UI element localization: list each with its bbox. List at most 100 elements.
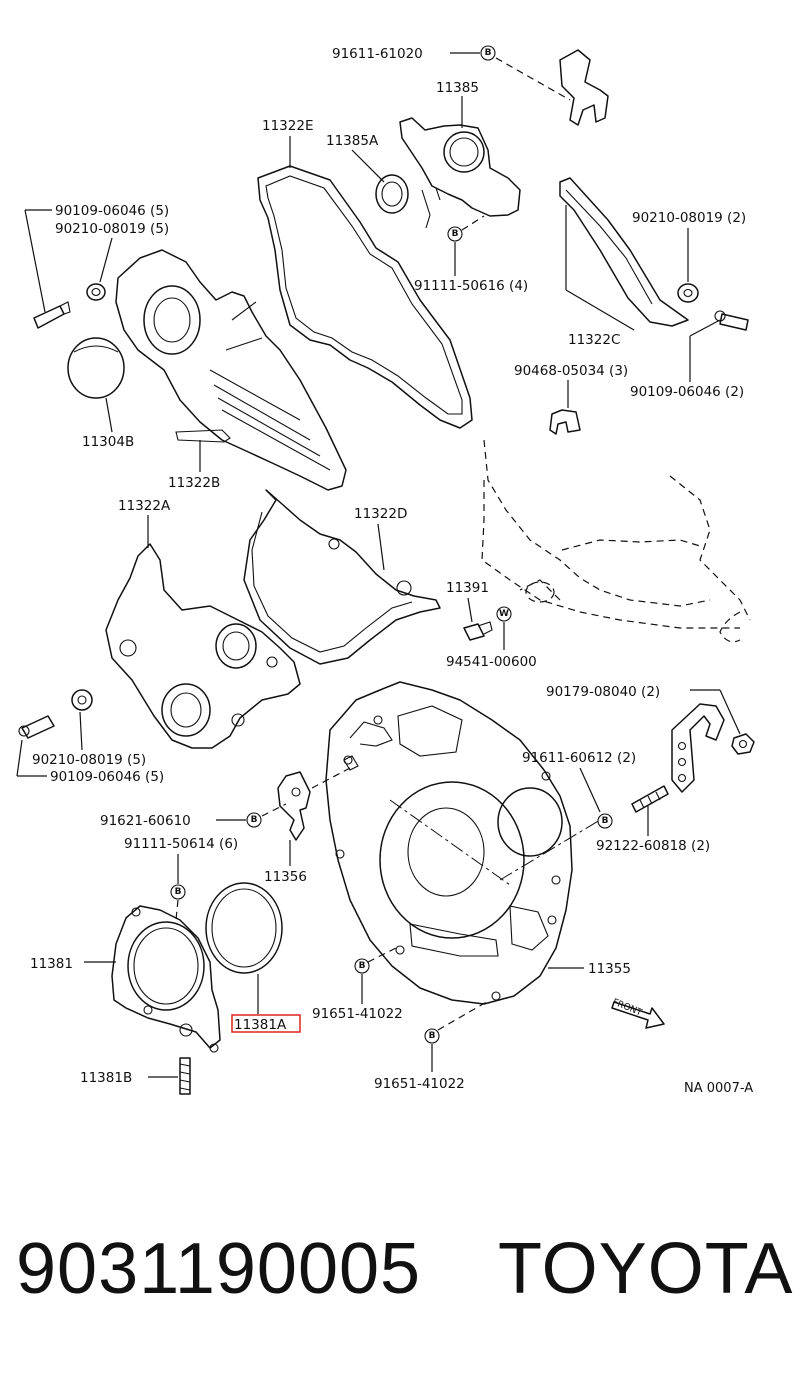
bolt-marker-icon: [246, 812, 262, 828]
label-11322a: 11322A: [118, 498, 171, 514]
label-11304b: 11304B: [82, 434, 134, 450]
washer-right: [677, 283, 699, 303]
bolt-11391: [463, 621, 493, 641]
seal-11385a: [375, 174, 409, 214]
label-11385: 11385: [436, 80, 479, 96]
svg-text:B: B: [251, 815, 258, 825]
callout-90210-08019-2[interactable]: 90210-08019 (2): [632, 210, 746, 282]
callout-11322d[interactable]: 11322D: [354, 506, 407, 571]
label-91651-41022-b: 91651-41022: [374, 1076, 465, 1092]
callout-11322c[interactable]: 11322C: [565, 205, 635, 348]
callout-91611-61020[interactable]: 91611-61020 B: [332, 45, 571, 101]
bolt-left-top: [33, 283, 106, 329]
callout-94541-00600[interactable]: W 94541-00600: [446, 606, 537, 670]
label-90468-05034: 90468-05034 (3): [514, 363, 628, 379]
bolt-marker-icon: [480, 45, 496, 61]
label-90179-08040: 90179-08040 (2): [546, 684, 660, 700]
lifting-bracket: [671, 703, 725, 793]
callout-11381[interactable]: 11381: [30, 956, 116, 972]
callout-90210-08019-5[interactable]: 90210-08019 (5): [55, 221, 169, 283]
cover-cap-11304b: [67, 337, 125, 399]
label-11322b: 11322B: [168, 475, 220, 491]
front-arrow-icon: FRONT: [611, 998, 665, 1029]
gasket-11322e: [257, 165, 473, 429]
gasket-11322c: [559, 177, 689, 327]
callout-90210-08019-5b[interactable]: 90210-08019 (5): [32, 711, 146, 768]
label-91611-61020: 91611-61020: [332, 46, 423, 62]
callout-11356[interactable]: 11356: [264, 840, 307, 885]
svg-text:B: B: [602, 816, 609, 826]
callout-90179-08040[interactable]: 90179-08040 (2): [546, 684, 741, 735]
label-90210-08019-5: 90210-08019 (5): [55, 221, 169, 237]
callout-91611-60612[interactable]: 91611-60612 (2) B: [522, 750, 636, 829]
label-11381: 11381: [30, 956, 73, 972]
label-90109-06046-5: 90109-06046 (5): [55, 203, 169, 219]
highlight-box: [231, 1014, 301, 1033]
bracket-part: [559, 49, 609, 126]
label-11385a: 11385A: [326, 133, 379, 149]
callout-92122-60818[interactable]: 92122-60818 (2): [596, 806, 710, 854]
bolt-marker-icon: [424, 1028, 440, 1044]
callout-11355[interactable]: 11355: [548, 961, 631, 977]
label-90210-08019-5b: 90210-08019 (5): [32, 752, 146, 768]
svg-text:B: B: [175, 887, 182, 897]
callout-11391[interactable]: 11391: [446, 580, 489, 623]
nut-90179: [731, 733, 755, 755]
svg-text:B: B: [485, 48, 492, 58]
front-label: FRONT: [611, 998, 644, 1019]
callout-91651-41022-b[interactable]: B 91651-41022: [374, 999, 491, 1092]
label-91621-60610: 91621-60610: [100, 813, 191, 829]
callout-90109-06046-2[interactable]: 90109-06046 (2): [630, 319, 744, 400]
reference-code: NA 0007-A: [684, 1081, 753, 1096]
callout-91621-60610[interactable]: 91621-60610 B: [100, 803, 287, 829]
label-91111-50614: 91111-50614 (6): [124, 836, 238, 852]
brand-name: TOYOTA: [498, 1229, 794, 1309]
callout-90109-06046-5[interactable]: 90109-06046 (5): [24, 203, 169, 313]
clip-90468: [549, 409, 581, 435]
callout-11381b[interactable]: 11381B: [80, 1070, 178, 1086]
svg-text:B: B: [452, 229, 459, 239]
label-11381a: 11381A: [234, 1017, 287, 1033]
timing-cover-11322a: [105, 543, 301, 749]
bracket-11356: [277, 771, 311, 841]
label-90210-08019-2: 90210-08019 (2): [632, 210, 746, 226]
bolt-right-top: [714, 310, 749, 331]
label-11322e: 11322E: [262, 118, 313, 134]
bolt-marker-icon: [597, 813, 613, 829]
washer-mid-left: [71, 689, 93, 711]
stud-11381b: [179, 1057, 191, 1095]
upper-cover-11385: [399, 117, 521, 217]
label-11322d: 11322D: [354, 506, 407, 522]
callout-91651-41022-a[interactable]: B 91651-41022: [312, 947, 403, 1022]
bolt-marker-icon: [447, 226, 463, 242]
svg-text:B: B: [359, 961, 366, 971]
callout-11385[interactable]: 11385: [436, 80, 479, 128]
callout-11322e[interactable]: 11322E: [262, 118, 313, 168]
label-90109-06046-2: 90109-06046 (2): [630, 384, 744, 400]
label-94541-00600: 94541-00600: [446, 654, 537, 670]
oil-seal-retainer-11381: [111, 905, 221, 1049]
callout-91111-50614[interactable]: 91111-50614 (6) B: [124, 836, 238, 921]
callout-11385a[interactable]: 11385A: [326, 133, 385, 183]
bolt-marker-icon: [354, 958, 370, 974]
label-90109-06046-5b: 90109-06046 (5): [50, 769, 164, 785]
label-11391: 11391: [446, 580, 489, 596]
callout-90109-06046-5b[interactable]: 90109-06046 (5): [16, 739, 164, 785]
bolt-mid-left: [18, 715, 55, 739]
callout-11381a[interactable]: 11381A: [231, 974, 301, 1033]
label-92122-60818: 92122-60818 (2): [596, 838, 710, 854]
svg-text:W: W: [499, 609, 509, 619]
oil-seal-11381a: [205, 882, 283, 974]
label-11322c: 11322C: [568, 332, 620, 348]
rear-plate-11355: [325, 681, 573, 1005]
callout-90468-05034[interactable]: 90468-05034 (3): [514, 363, 628, 408]
footer: 9031190005 TOYOTA: [16, 1228, 792, 1338]
callout-91111-50616[interactable]: B 91111-50616 (4): [414, 215, 528, 294]
cover-hole: [443, 131, 485, 173]
label-91611-60612: 91611-60612 (2): [522, 750, 636, 766]
callout-11322a[interactable]: 11322A: [118, 498, 171, 548]
label-91651-41022-a: 91651-41022: [312, 1006, 403, 1022]
callout-11304b[interactable]: 11304B: [82, 397, 134, 450]
callout-11322b[interactable]: 11322B: [168, 440, 220, 491]
engine-block-outline: [481, 439, 751, 643]
